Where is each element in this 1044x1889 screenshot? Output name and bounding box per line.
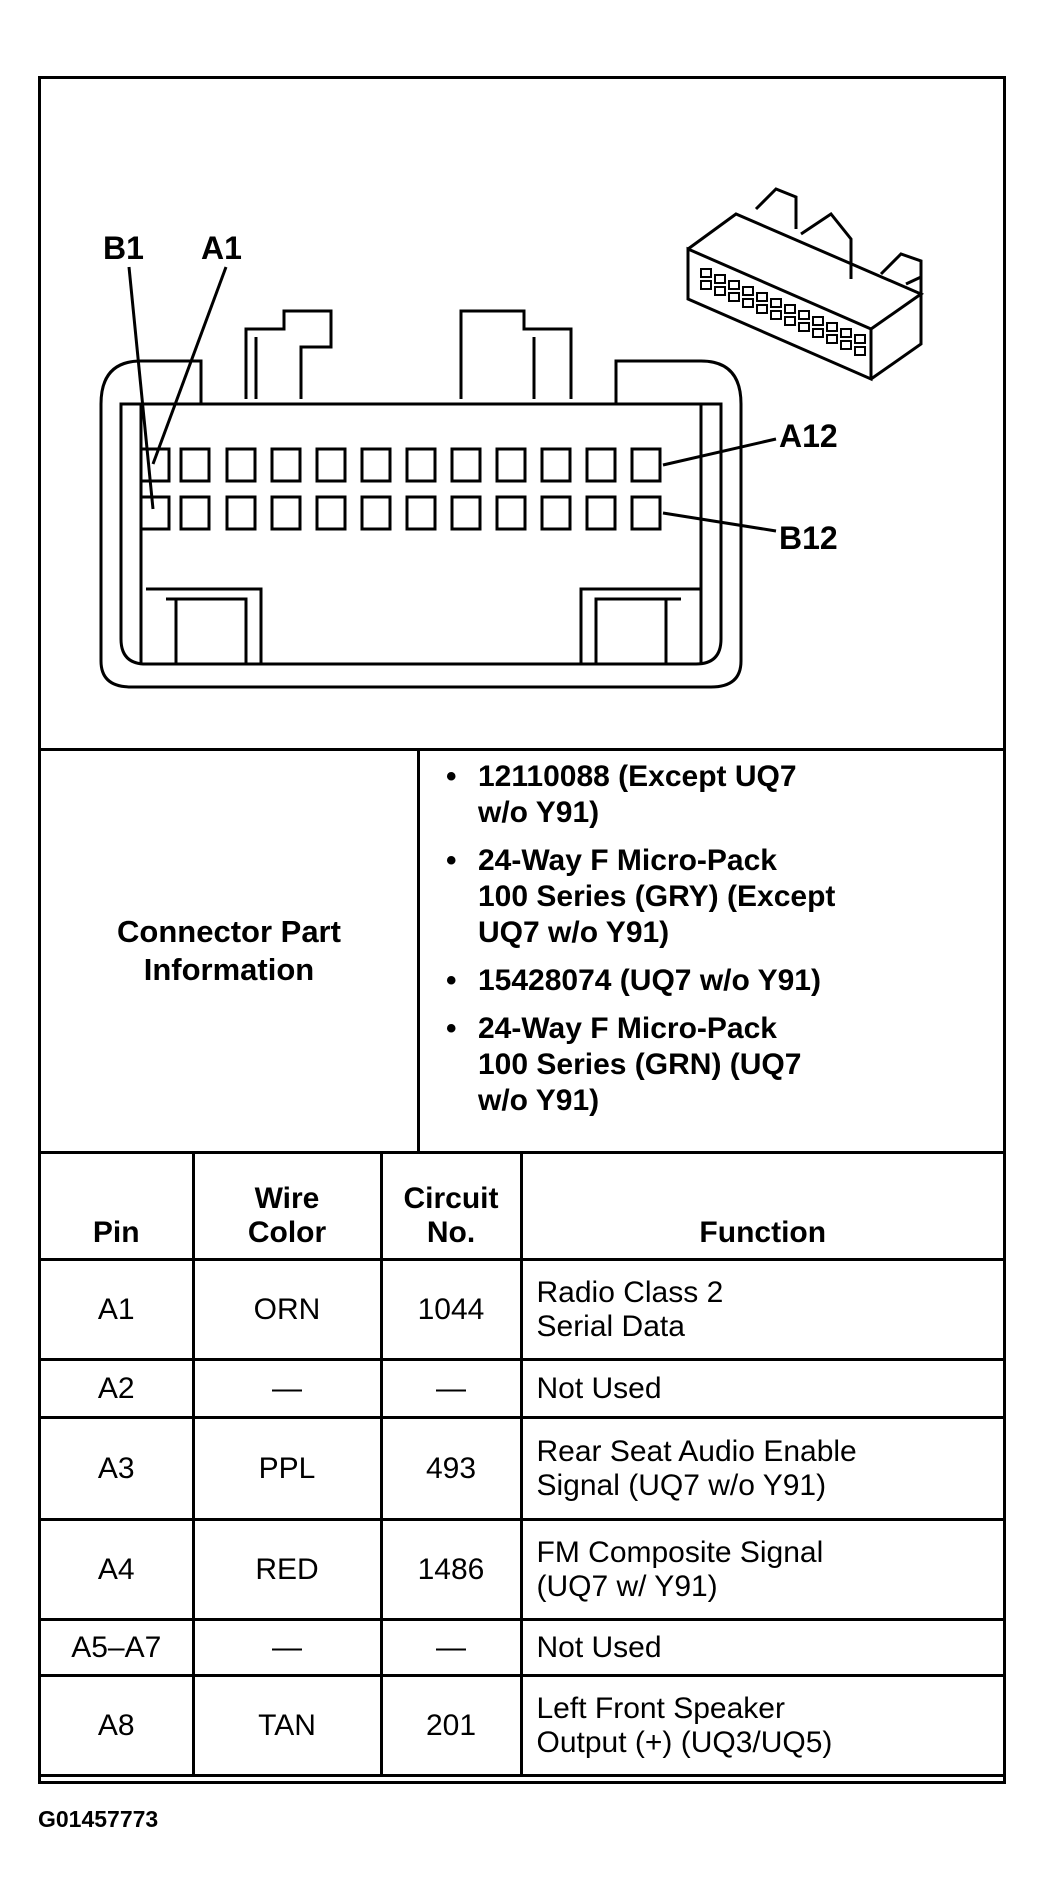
left-bottom-latch xyxy=(146,587,263,664)
cell-function: Not Used xyxy=(519,1618,1003,1677)
header-function: Function xyxy=(519,1154,1003,1261)
connector-drawing: B1 A1 A12 B12 xyxy=(99,187,925,689)
connector-part-info: Connector Part Information • 12110088 (E… xyxy=(41,751,1003,1154)
bullet-icon: • xyxy=(446,844,457,877)
cell-pin: A8 xyxy=(41,1674,195,1777)
item-line: 100 Series (GRY) (Except xyxy=(478,880,836,913)
bullet-icon: • xyxy=(446,1012,457,1045)
cell-pin: A5–A7 xyxy=(41,1618,195,1677)
cell-pin: A2 xyxy=(41,1358,195,1419)
cell-wire-color: RED xyxy=(191,1518,383,1621)
cell-circuit: 1044 xyxy=(379,1258,523,1361)
cell-function: FM Composite Signal(UQ7 w/ Y91) xyxy=(519,1518,1003,1621)
part-info-item: • 12110088 (Except UQ7 w/o Y91) xyxy=(420,759,1003,831)
label-a1: A1 xyxy=(201,230,242,266)
cell-circuit: — xyxy=(379,1358,523,1419)
table-row: A4 RED 1486 FM Composite Signal(UQ7 w/ Y… xyxy=(41,1518,1003,1621)
cell-pin: A3 xyxy=(41,1416,195,1521)
connector-inner-body xyxy=(119,402,723,666)
header-pin: Pin xyxy=(41,1154,195,1261)
connector-isometric-view xyxy=(686,187,925,382)
pin-row-b xyxy=(139,495,662,531)
cell-wire-color: ORN xyxy=(191,1258,383,1361)
item-line: 15428074 (UQ7 w/o Y91) xyxy=(478,964,821,997)
item-line: UQ7 w/o Y91) xyxy=(478,916,670,949)
figure-id: G01457773 xyxy=(38,1806,159,1832)
cell-circuit: 1486 xyxy=(379,1518,523,1621)
right-bottom-latch xyxy=(579,587,701,664)
cell-wire-color: TAN xyxy=(191,1674,383,1777)
part-info-item: • 24-Way F Micro-Pack 100 Series (GRN) (… xyxy=(420,1011,1003,1119)
heading-line: Information xyxy=(143,952,315,987)
part-info-item: • 24-Way F Micro-Pack 100 Series (GRY) (… xyxy=(420,843,1003,951)
cell-circuit: — xyxy=(379,1618,523,1677)
b12-leader-line xyxy=(662,511,777,533)
item-line: w/o Y91) xyxy=(478,796,600,829)
pin-row-a xyxy=(139,447,662,483)
cell-wire-color: PPL xyxy=(191,1416,383,1521)
cell-circuit: 201 xyxy=(379,1674,523,1777)
connector-part-info-list: • 12110088 (Except UQ7 w/o Y91) • 24-Way… xyxy=(420,751,1003,1151)
table-row: A5–A7 — — Not Used xyxy=(41,1618,1003,1677)
label-b12: B12 xyxy=(779,520,838,556)
item-line: 100 Series (GRN) (UQ7 xyxy=(478,1048,802,1081)
connector-sheet: B1 A1 A12 B12 Connector Part Information… xyxy=(38,76,1006,1784)
item-line: 24-Way F Micro-Pack xyxy=(478,1012,777,1045)
connector-outer-body xyxy=(99,359,743,689)
cell-circuit: 493 xyxy=(379,1416,523,1521)
right-top-latch xyxy=(459,309,573,399)
label-b1: B1 xyxy=(103,230,144,266)
a1-leader-line xyxy=(151,266,228,465)
a12-leader-line xyxy=(662,437,777,467)
b1-leader-line xyxy=(127,266,155,510)
left-top-latch xyxy=(244,309,333,399)
label-a12: A12 xyxy=(779,418,838,454)
connector-part-info-heading: Connector Part Information xyxy=(41,751,420,1151)
cell-wire-color: — xyxy=(191,1618,383,1677)
bullet-icon: • xyxy=(446,760,457,793)
item-line: 24-Way F Micro-Pack xyxy=(478,844,777,877)
part-info-item: • 15428074 (UQ7 w/o Y91) xyxy=(420,963,1003,999)
bullet-icon: • xyxy=(446,964,457,997)
heading-line: Connector Part xyxy=(117,914,341,949)
connector-diagram: B1 A1 A12 B12 xyxy=(41,79,1003,751)
table-row: A2 — — Not Used xyxy=(41,1358,1003,1419)
item-line: w/o Y91) xyxy=(478,1084,600,1117)
cell-function: Not Used xyxy=(519,1358,1003,1419)
cell-pin: A4 xyxy=(41,1518,195,1621)
cell-pin: A1 xyxy=(41,1258,195,1361)
item-line: 12110088 (Except UQ7 xyxy=(478,760,797,793)
cell-wire-color: — xyxy=(191,1358,383,1419)
